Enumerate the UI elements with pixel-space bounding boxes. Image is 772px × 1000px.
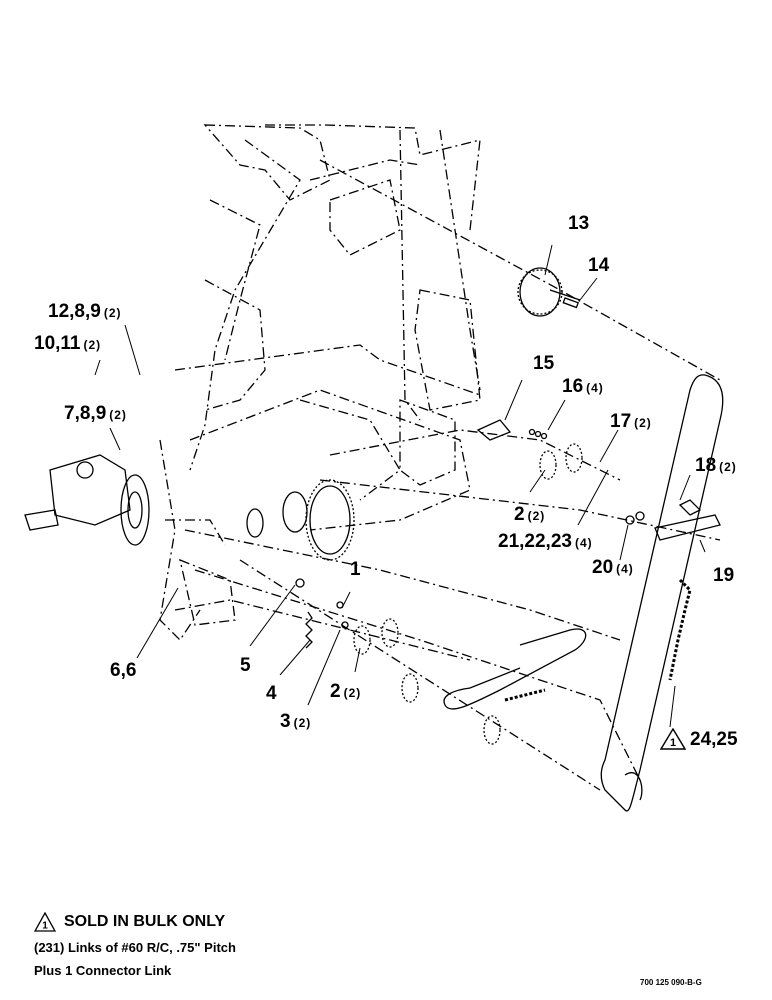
callout-number: 4 <box>266 683 277 704</box>
callout-number: 24,25 <box>690 728 738 750</box>
callout-24-25: 1 24,25 <box>660 728 738 750</box>
drawing-code: 700 125 090-B-G <box>640 978 702 987</box>
callout-12-8-9: 12,8,9(2) <box>48 302 122 321</box>
callout-14: 14 <box>588 256 612 275</box>
callout-number: 3 <box>280 711 291 732</box>
note-title: SOLD IN BULK ONLY <box>64 913 226 930</box>
callout-qty: (4) <box>616 562 634 576</box>
callout-qty: (2) <box>527 509 546 523</box>
callout-17: 17(2) <box>610 412 652 431</box>
frame-phantom-lines <box>159 124 721 791</box>
callout-19: 19 <box>713 566 737 585</box>
callout-4: 4 <box>266 684 280 703</box>
callout-number: 17 <box>610 411 632 432</box>
callout-qty: (2) <box>719 460 737 474</box>
callout-number: 2 <box>514 504 525 525</box>
callout-number: 2 <box>330 681 341 702</box>
callout-qty: (2) <box>83 338 102 352</box>
callout-qty: (4) <box>586 381 604 395</box>
callout-number: 6,6 <box>110 660 137 681</box>
callout-number: 15 <box>533 353 555 374</box>
callout-21-22-23: 21,22,23(4) <box>498 532 593 551</box>
warning-triangle-icon: 1 <box>660 728 686 750</box>
note-line-2: Plus 1 Connector Link <box>34 963 172 978</box>
triangle-symbol-text: 1 <box>670 737 676 749</box>
callout-6-6: 6,6 <box>110 661 139 680</box>
callout-number: 13 <box>568 213 590 234</box>
callout-number: 21,22,23 <box>498 531 572 552</box>
callout-number: 12,8,9 <box>48 301 101 322</box>
bulk-note: 1 SOLD IN BULK ONLY (231) Links of #60 R… <box>34 912 236 978</box>
note-line-1: (231) Links of #60 R/C, .75" Pitch <box>34 940 236 955</box>
callout-5: 5 <box>240 656 254 675</box>
callout-2-upper: 2(2) <box>514 505 545 524</box>
leader-lines <box>94 244 706 728</box>
callout-number: 14 <box>588 255 610 276</box>
callout-10-11: 10,11(2) <box>34 334 101 353</box>
callout-qty: (2) <box>103 306 122 320</box>
callout-15: 15 <box>533 354 557 373</box>
callout-13: 13 <box>568 214 592 233</box>
callout-number: 5 <box>240 655 251 676</box>
triangle-symbol-text: 1 <box>42 921 48 932</box>
callout-qty: (2) <box>634 416 652 430</box>
callout-number: 16 <box>562 376 584 397</box>
callout-1: 1 <box>350 560 364 579</box>
callout-number: 19 <box>713 565 735 586</box>
callout-18: 18(2) <box>695 456 737 475</box>
callout-qty: (2) <box>293 716 312 730</box>
callout-number: 20 <box>592 557 614 578</box>
callout-7-8-9: 7,8,9(2) <box>64 404 127 423</box>
callout-qty: (4) <box>574 536 593 550</box>
callout-number: 1 <box>350 559 361 580</box>
note-title-row: 1 SOLD IN BULK ONLY <box>34 912 236 932</box>
parts <box>24 267 724 812</box>
callout-2-lower: 2(2) <box>330 682 361 701</box>
callout-qty: (2) <box>109 408 127 422</box>
callout-qty: (2) <box>343 686 362 700</box>
callout-number: 10,11 <box>34 333 81 354</box>
callout-number: 7,8,9 <box>64 403 107 424</box>
callout-16: 16(4) <box>562 377 604 396</box>
callout-number: 18 <box>695 455 717 476</box>
callout-3: 3(2) <box>280 712 311 731</box>
callout-20: 20(4) <box>592 558 634 577</box>
warning-triangle-icon: 1 <box>34 912 56 932</box>
